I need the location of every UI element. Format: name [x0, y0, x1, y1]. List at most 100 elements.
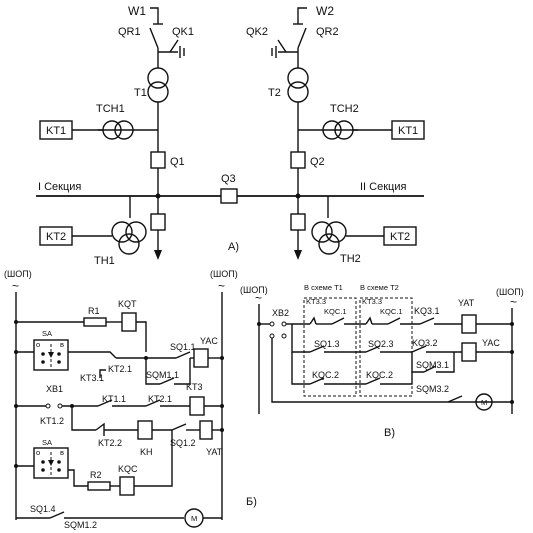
resistor-r1 [83, 317, 107, 327]
label-tch2: TCH2 [330, 103, 359, 115]
xb1-pin [57, 403, 63, 409]
label-yat-v: YAT [458, 298, 475, 308]
label-kqc1-a: KQC.1 [324, 307, 347, 316]
label-kt1-left: KT1 [46, 125, 66, 137]
b-kt21-blade [145, 399, 161, 407]
label-tch1: TCH1 [96, 103, 125, 115]
label-kt31: KT3.1 [80, 373, 104, 383]
t2-winding-2 [287, 81, 309, 103]
label-kt22: KT2.2 [98, 438, 122, 448]
v-kt33a-contact [309, 316, 317, 325]
sa1-pin [41, 360, 45, 364]
v-sqm32-blade [447, 395, 463, 403]
label-yac: YAC [200, 336, 218, 346]
sa2-o: о [36, 448, 40, 457]
coil-kh [137, 420, 153, 440]
b-kt31-hook [99, 369, 106, 378]
label-xb1: XB1 [46, 384, 63, 394]
coil-yat [199, 420, 213, 440]
v-sqm31-blade [423, 365, 437, 373]
b-node [220, 428, 224, 432]
label-kq31: KQ3.1 [414, 306, 440, 316]
relay-kt2-left [39, 226, 73, 246]
th2-w2 [325, 221, 347, 243]
b-sq12-blade [171, 423, 187, 431]
label-qk2: QK2 [246, 26, 268, 38]
sa1-v: в [60, 340, 64, 349]
label-sqm32: SQM3.2 [416, 384, 449, 394]
v-row2-lead [291, 324, 310, 353]
label-kt33-b: KT3.3 [362, 297, 382, 306]
v-row3-right [380, 372, 413, 385]
label-w1: W1 [128, 4, 146, 18]
coil-kqc [119, 476, 135, 496]
label-sa-1: SA [42, 329, 52, 338]
qk1-blade [169, 39, 179, 53]
relay-kt1-left [39, 120, 73, 140]
label-kq32: KQ3.2 [412, 338, 438, 348]
label-scheme-t1: В схеме Т1 [304, 283, 343, 292]
label-th2: TH2 [340, 253, 361, 265]
coil-yac [193, 348, 209, 368]
v-sqm31-ret [436, 352, 455, 373]
relay-kt2-right [383, 226, 417, 246]
qr2-blade [297, 27, 307, 49]
coil-yat-v [461, 314, 477, 334]
v-node [510, 400, 514, 404]
b-node [220, 404, 224, 408]
label-w2: W2 [316, 4, 334, 18]
th2-w1 [311, 221, 333, 243]
label-xb2: XB2 [272, 308, 289, 318]
breaker-q1 [150, 151, 166, 169]
label-kt21-top: KT2.1 [108, 364, 132, 374]
label-kqc2-b: KQC.2 [366, 370, 393, 380]
b-kt12-contact [95, 422, 105, 436]
v-xb2-return [271, 338, 492, 403]
label-r1: R1 [88, 306, 100, 316]
label-kt2-right: KT2 [390, 231, 410, 243]
box-scheme-t1 [303, 297, 357, 397]
label-kt3: KT3 [186, 382, 203, 392]
label-q2: Q2 [310, 156, 325, 168]
sa2-pin [41, 460, 45, 464]
b-sqm11-ret [174, 358, 191, 385]
sa1-o: о [36, 340, 40, 349]
label-sq14: SQ1.4 [30, 504, 56, 514]
sa2-pin [57, 460, 61, 464]
label-kt12: KT1.2 [40, 416, 64, 426]
qr1-blade [149, 27, 159, 49]
v-bus-label-right: (ШОП) [496, 287, 524, 297]
resistor-r2 [87, 481, 111, 491]
caption-v: В) [384, 427, 395, 439]
v-kqc2b-blade [365, 377, 381, 385]
v-kqc1b-blade [387, 317, 401, 325]
label-sq12: SQ1.2 [170, 438, 196, 448]
label-sqm11: SQM1.1 [146, 370, 179, 380]
label-sqm31: SQM3.1 [416, 360, 449, 370]
b-bus-label-right: (ШОП) [210, 269, 238, 279]
label-motor-v: M [481, 398, 487, 407]
label-qr1: QR1 [118, 26, 141, 38]
b-kqc-out [134, 430, 173, 487]
sa1-pin [57, 352, 61, 356]
label-sq13: SQ1.3 [314, 339, 340, 349]
label-motor-b: M [191, 514, 197, 523]
label-kqt: KQT [118, 299, 137, 309]
label-kt33-a: KT3.3 [306, 297, 326, 306]
coil-yac-v [461, 342, 477, 362]
sa1-arrow [48, 352, 54, 358]
label-sa-2: SA [42, 438, 52, 447]
b-sq14-blade [49, 511, 65, 519]
label-kt21: KT2.1 [148, 394, 172, 404]
label-kqc1-b: KQC.1 [380, 307, 403, 316]
label-t2: T2 [268, 87, 281, 99]
v-kt33b-contact [365, 316, 373, 325]
b-sqm11-line [145, 358, 160, 385]
sa1-pin [57, 360, 61, 364]
sa2-pin [41, 468, 45, 472]
label-sqm12: SQM1.2 [64, 520, 97, 530]
label-yac-v: YAC [482, 338, 500, 348]
th1-w1 [111, 221, 133, 243]
v-kqc2a-blade [309, 377, 325, 385]
breaker-q3 [220, 188, 238, 204]
